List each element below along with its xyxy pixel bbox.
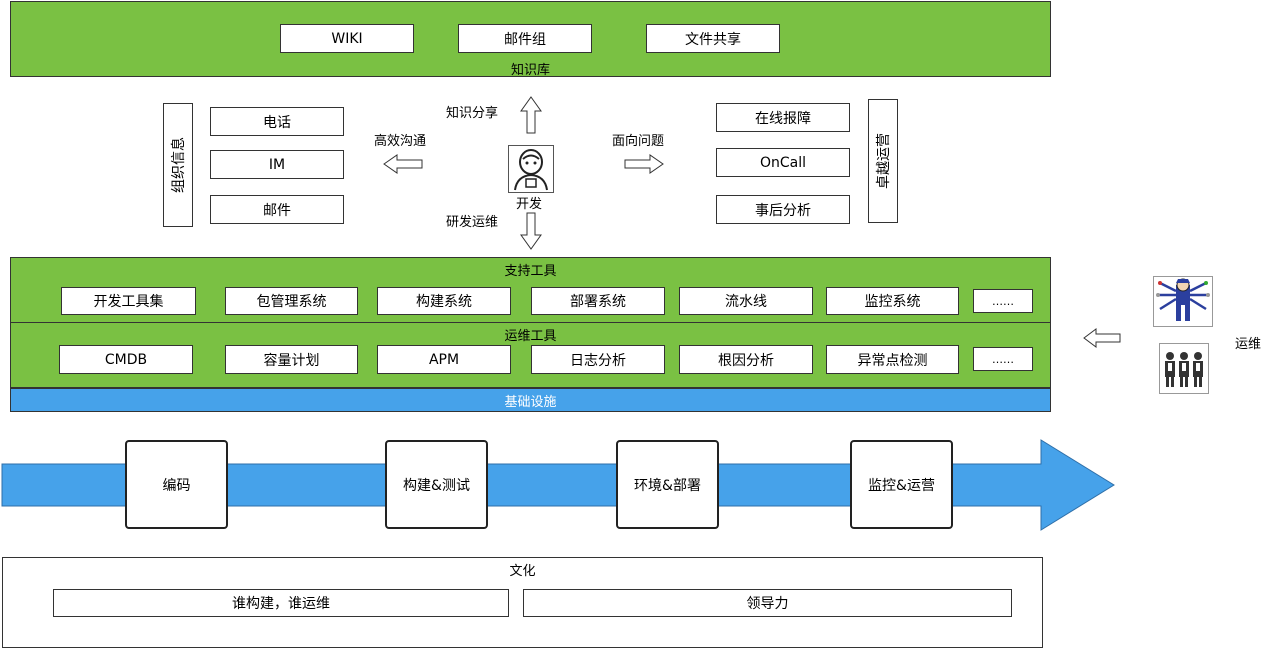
support-tool-item[interactable]: 包管理系统 — [225, 287, 358, 315]
org-item-im[interactable]: IM — [210, 150, 344, 179]
support-tool-item[interactable]: 部署系统 — [531, 287, 665, 315]
infrastructure-band: 基础设施 — [10, 388, 1051, 412]
support-tool-item[interactable]: 构建系统 — [377, 287, 511, 315]
org-info-title: 组织信息 — [171, 137, 187, 193]
developer-icon — [508, 145, 554, 193]
label-dev-ops: 研发运维 — [446, 215, 499, 230]
ops-item-online-report[interactable]: 在线报障 — [716, 103, 850, 132]
ops-tool-item[interactable]: 容量计划 — [225, 345, 358, 374]
support-tools-title: 支持工具 — [504, 264, 557, 279]
org-item-phone[interactable]: 电话 — [210, 107, 344, 136]
pipeline-stage-monitor-ops[interactable]: 监控&运营 — [850, 440, 953, 529]
ops-side-label: 运维 — [1235, 337, 1262, 352]
org-info-label-box: 组织信息 — [163, 103, 193, 227]
arrow-right-icon — [624, 154, 664, 174]
ops-tool-item[interactable]: 异常点检测 — [826, 345, 959, 374]
pipeline-stage-env-deploy[interactable]: 环境&部署 — [616, 440, 719, 529]
pipeline-stage-build-test[interactable]: 构建&测试 — [385, 440, 488, 529]
label-problem-oriented: 面向问题 — [612, 134, 665, 149]
support-tool-more[interactable]: …… — [973, 289, 1033, 313]
ops-tool-more[interactable]: …… — [973, 347, 1033, 371]
support-tool-item[interactable]: 开发工具集 — [61, 287, 196, 315]
ops-tool-item[interactable]: CMDB — [59, 345, 193, 374]
pipeline-stage-coding[interactable]: 编码 — [125, 440, 228, 529]
multi-arm-ops-icon — [1153, 276, 1213, 327]
ops-team-icon — [1159, 343, 1209, 394]
support-tool-item[interactable]: 流水线 — [679, 287, 813, 315]
ops-excellence-label-box: 卓越运营 — [868, 99, 898, 223]
ops-excellence-title: 卓越运营 — [876, 133, 892, 189]
knowledge-base-title: 知识库 — [510, 63, 550, 78]
arrow-left-icon — [383, 154, 423, 174]
ops-item-postmortem[interactable]: 事后分析 — [716, 195, 850, 224]
ops-item-oncall[interactable]: OnCall — [716, 148, 850, 177]
arrow-up-icon — [520, 96, 542, 134]
ops-tool-item[interactable]: 根因分析 — [679, 345, 813, 374]
knowledge-item-mail-group[interactable]: 邮件组 — [458, 24, 592, 53]
infrastructure-title: 基础设施 — [504, 394, 557, 410]
ops-tool-item[interactable]: APM — [377, 345, 511, 374]
knowledge-item-wiki[interactable]: WIKI — [280, 24, 414, 53]
arrow-down-icon — [520, 212, 542, 250]
ops-tools-title: 运维工具 — [504, 329, 557, 344]
support-tool-item[interactable]: 监控系统 — [826, 287, 959, 315]
ops-tool-item[interactable]: 日志分析 — [531, 345, 665, 374]
culture-item-leadership[interactable]: 领导力 — [523, 589, 1012, 617]
knowledge-item-file-share[interactable]: 文件共享 — [646, 24, 780, 53]
label-efficient-communication: 高效沟通 — [374, 134, 427, 149]
culture-item-you-build-you-run[interactable]: 谁构建，谁运维 — [53, 589, 509, 617]
culture-title: 文化 — [509, 564, 536, 579]
label-knowledge-share: 知识分享 — [446, 106, 499, 121]
org-item-mail[interactable]: 邮件 — [210, 195, 344, 224]
hollow-arrow-icon — [1083, 328, 1121, 348]
developer-label: 开发 — [516, 197, 543, 212]
